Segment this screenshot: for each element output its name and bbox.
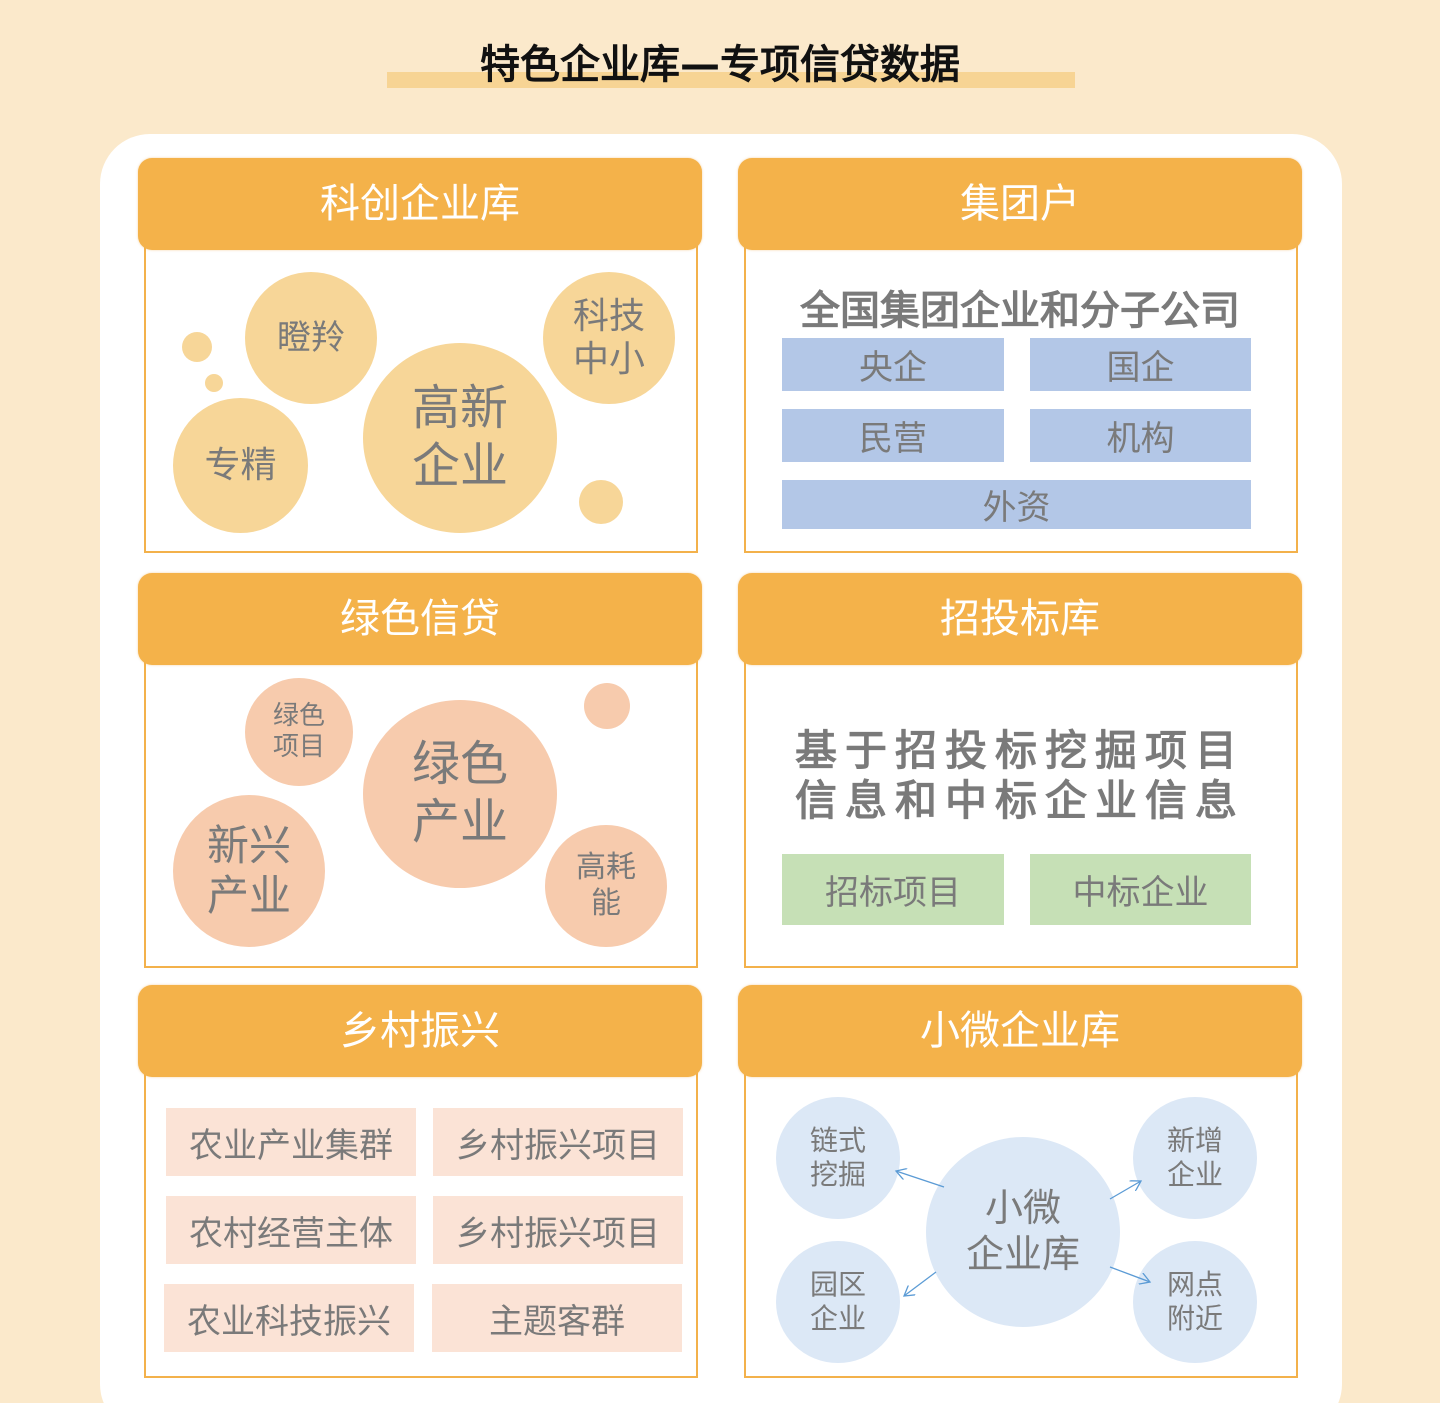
arrow-to-yuanqu <box>904 1271 937 1296</box>
decor-bubble <box>579 480 623 524</box>
panel-header: 乡村振兴 <box>138 985 702 1077</box>
tile-zhongbiao-qiye: 中标企业 <box>1030 854 1251 925</box>
panel-lvse: 绿色信贷 绿色 项目 绿色 产业 新兴 产业 高耗 能 <box>138 573 702 968</box>
jituan-subtitle: 全国集团企业和分子公司 <box>800 288 1240 334</box>
panel-header: 招投标库 <box>738 573 1302 665</box>
bubble-dengling: 瞪羚 <box>245 272 377 404</box>
tile-xiangcun-zhenxing-xiangmu: 乡村振兴项目 <box>433 1108 683 1176</box>
bubble-keji-zhongxiao: 科技 中小 <box>543 272 675 404</box>
panel-xiangcun: 乡村振兴 农业产业集群 乡村振兴项目 农村经营主体 乡村振兴项目 农业科技振兴 … <box>138 985 702 1378</box>
bubble-lvse-chanye: 绿色 产业 <box>363 700 557 888</box>
arrow-to-lianshi <box>896 1171 945 1188</box>
tile-guoqi: 国企 <box>1030 338 1251 391</box>
tile-xiangcun-zhenxing-xiangmu-2: 乡村振兴项目 <box>433 1196 683 1264</box>
tile-waizi: 外资 <box>782 480 1251 529</box>
panel-header: 绿色信贷 <box>138 573 702 665</box>
decor-bubble <box>205 374 223 392</box>
arrow-connectors <box>738 985 1302 1378</box>
panel-jituan: 集团户 全国集团企业和分子公司 央企 国企 民营 机构 外资 <box>738 158 1302 553</box>
tile-nongcun-jingying-zhuti: 农村经营主体 <box>166 1196 416 1264</box>
title-underline-bar <box>387 72 1075 88</box>
bubble-gaohaoneng: 高耗 能 <box>545 825 667 947</box>
panel-kechuang: 科创企业库 瞪羚 高新 企业 科技 中小 专精 <box>138 158 702 553</box>
page-title: 特色企业库—专项信贷数据 <box>480 42 960 88</box>
bubble-zhuanjing: 专精 <box>173 398 308 533</box>
tile-yangqi: 央企 <box>782 338 1004 391</box>
tile-minying: 民营 <box>782 409 1004 462</box>
tile-zhuti-kequn: 主题客群 <box>432 1284 682 1352</box>
decor-bubble <box>182 332 212 362</box>
panel-header: 集团户 <box>738 158 1302 250</box>
bubble-wangdian-fujin: 网点 附近 <box>1133 1241 1257 1363</box>
tile-jigou: 机构 <box>1030 409 1251 462</box>
zhaotoubiao-desc-line2: 信息和中标企业信息 <box>794 776 1245 825</box>
bubble-gaoxin: 高新 企业 <box>363 343 557 533</box>
zhaotoubiao-desc-line1: 基于招投标挖掘项目 <box>794 726 1245 775</box>
page-title-area: 特色企业库—专项信贷数据 <box>0 0 1440 100</box>
panel-zhaotoubiao: 招投标库 基于招投标挖掘项目 信息和中标企业信息 招标项目 中标企业 <box>738 573 1302 968</box>
bubble-xinxing-chanye: 新兴 产业 <box>173 795 325 947</box>
bubble-yuanqu-qiye: 园区 企业 <box>776 1241 900 1363</box>
decor-bubble <box>584 683 630 729</box>
panel-header: 小微企业库 <box>738 985 1302 1077</box>
tile-zhaobiao-xiangmu: 招标项目 <box>782 854 1004 925</box>
bubble-lianshi-wajue: 链式 挖掘 <box>776 1097 900 1219</box>
bubble-xiaowei-center: 小微 企业库 <box>926 1137 1120 1327</box>
tile-nongye-keji-zhenxing: 农业科技振兴 <box>164 1284 414 1352</box>
bubble-xinzeng-qiye: 新增 企业 <box>1133 1097 1257 1219</box>
arrow-to-xinzeng <box>1109 1181 1141 1200</box>
tile-nongye-chanye-jiqun: 农业产业集群 <box>166 1108 416 1176</box>
bubble-lvse-xiangmu: 绿色 项目 <box>245 678 353 786</box>
panel-header: 科创企业库 <box>138 158 702 250</box>
arrow-to-wangdian <box>1109 1266 1150 1282</box>
panel-xiaowei: 小微企业库 链式 挖掘 新增 企业 小微 企业库 园区 企业 网点 附近 <box>738 985 1302 1378</box>
